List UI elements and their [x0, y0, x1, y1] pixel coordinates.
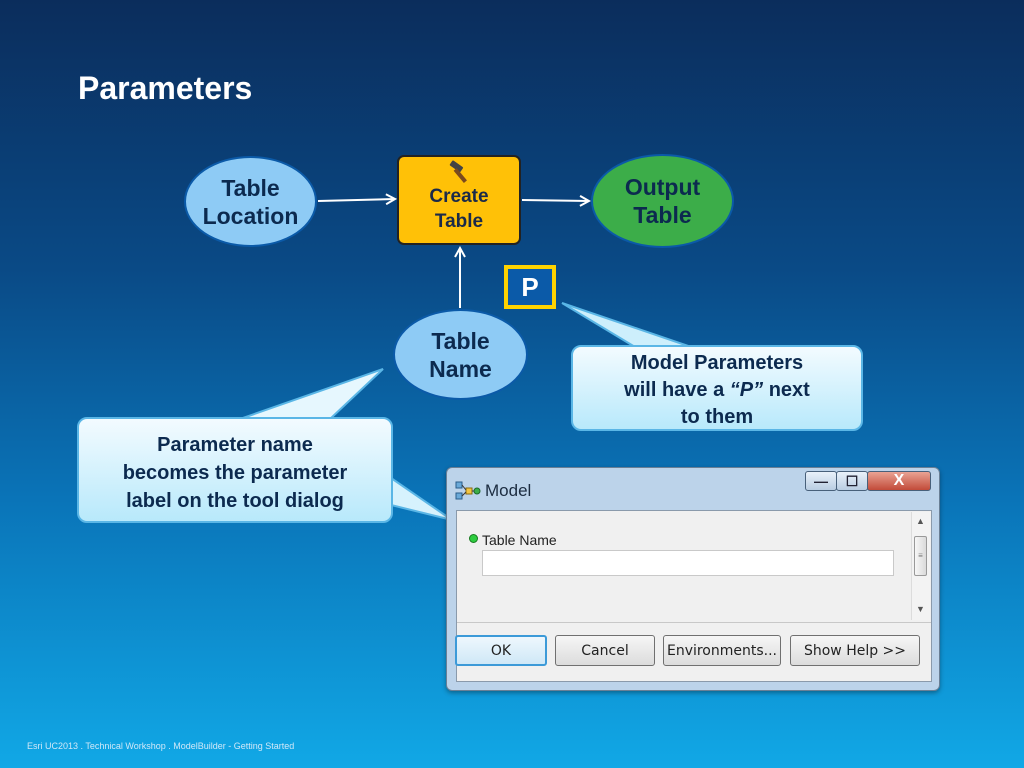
scroll-thumb[interactable]: ≡ [914, 536, 927, 576]
scroll-down-icon[interactable]: ▼ [916, 604, 925, 614]
parameter-panel: Table Name [458, 512, 910, 620]
table-name-label: Table Name [482, 532, 557, 548]
create-table-node: Create Table [397, 155, 521, 245]
show-help-button[interactable]: Show Help >> [790, 635, 920, 666]
create-table-line1: Create [429, 186, 489, 207]
ok-button[interactable]: OK [455, 635, 547, 666]
slide-title: Parameters [78, 70, 253, 106]
parameter-marker: P [504, 265, 556, 309]
table-location-line1: Table [221, 174, 280, 201]
callout-right-line2b: next [768, 379, 810, 401]
model-parameters-callout: Model Parameters will have a “P” next to… [571, 345, 863, 431]
dialog-title: Model [485, 481, 532, 500]
callout-right-line1: Model Parameters [630, 352, 804, 374]
output-table-line1: Output [624, 174, 701, 200]
dialog-body: Table Name ▲ ≡ ▼ OK Cancel Environments.… [455, 510, 932, 682]
divider [457, 622, 931, 623]
output-table-line2: Table [633, 202, 692, 228]
callout-right-line3: to them [680, 406, 754, 428]
callout-left-pointer [239, 368, 384, 420]
cancel-button[interactable]: Cancel [555, 635, 655, 666]
environments-button[interactable]: Environments... [663, 635, 781, 666]
model-icon [455, 481, 481, 500]
callout-right-pointer [561, 302, 701, 351]
vertical-scrollbar[interactable]: ▲ ≡ ▼ [911, 512, 930, 620]
create-table-line2: Table [434, 211, 484, 232]
callout-right-line2a: will have a [624, 379, 725, 401]
callout-left-pointer-2 [390, 476, 453, 521]
table-name-line1: Table [431, 327, 490, 354]
callout-left-line1: Parameter name [157, 434, 313, 456]
callout-left-line3: label on the tool dialog [126, 490, 344, 512]
hammer-icon [449, 160, 467, 183]
callout-right-p: “P” [729, 379, 764, 401]
slide-footer: Esri UC2013 . Technical Workshop . Model… [27, 741, 295, 751]
maximize-button[interactable]: ☐ [836, 471, 868, 491]
table-name-line2: Name [429, 355, 492, 382]
green-dot-icon [469, 534, 478, 543]
parameter-name-callout: Parameter name becomes the parameter lab… [77, 417, 393, 523]
minimize-button[interactable]: — [805, 471, 837, 491]
callout-left-line2: becomes the parameter [122, 462, 348, 484]
arrow-location-to-create [317, 199, 395, 201]
close-button[interactable]: X [867, 471, 931, 491]
scroll-up-icon[interactable]: ▲ [916, 516, 925, 526]
model-dialog: Model — ☐ X Table Name ▲ ≡ ▼ OK Cancel E… [446, 467, 940, 691]
window-controls: — ☐ X [805, 471, 931, 491]
arrow-create-to-output [521, 200, 589, 201]
table-location-line2: Location [202, 202, 299, 229]
table-name-input[interactable] [482, 550, 894, 576]
